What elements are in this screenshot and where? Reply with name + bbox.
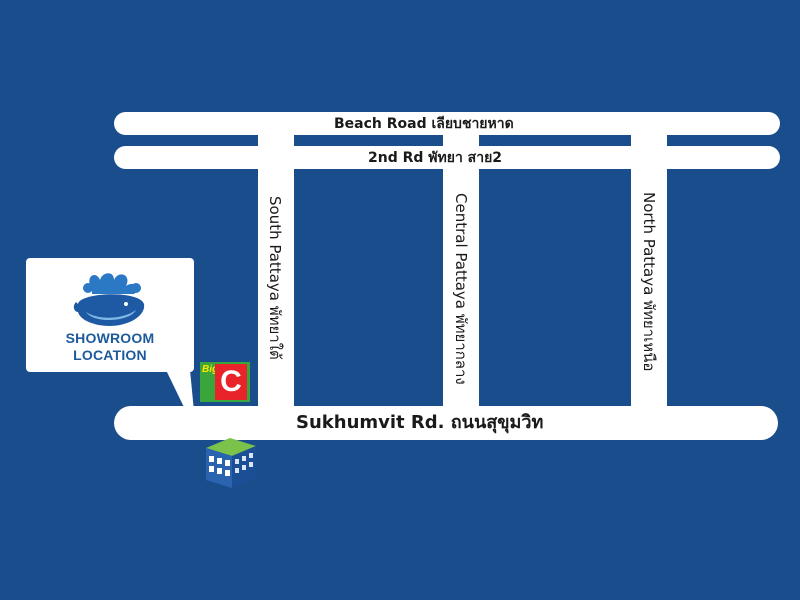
- label-beach-road: Beach Road เลียบชายหาด: [334, 116, 514, 132]
- label-second-road: 2nd Rd พัทยา สาย2: [368, 150, 503, 166]
- building-icon: [206, 438, 256, 488]
- road-second: [114, 146, 780, 169]
- whale-fountain-logo-icon: [73, 273, 145, 326]
- label-south-pattaya: South Pattaya พัทยาใต้: [266, 196, 284, 360]
- big-c-small-text: Big: [202, 364, 219, 375]
- label-central-pattaya: Central Pattaya พัทยากลาง: [452, 193, 470, 385]
- big-c-store-icon: Big C: [200, 362, 250, 402]
- showroom-callout: SHOWROOM LOCATION: [26, 258, 194, 372]
- label-north-pattaya: North Pattaya พัทยาเหนือ: [640, 192, 658, 372]
- callout-line2: LOCATION: [73, 347, 147, 363]
- big-c-letter: C: [215, 364, 247, 400]
- road-sukhumvit: [114, 406, 778, 440]
- label-sukhumvit: Sukhumvit Rd. ถนนสุขุมวิท: [296, 412, 544, 433]
- callout-line1: SHOWROOM: [65, 330, 155, 346]
- road-beach: [114, 112, 780, 135]
